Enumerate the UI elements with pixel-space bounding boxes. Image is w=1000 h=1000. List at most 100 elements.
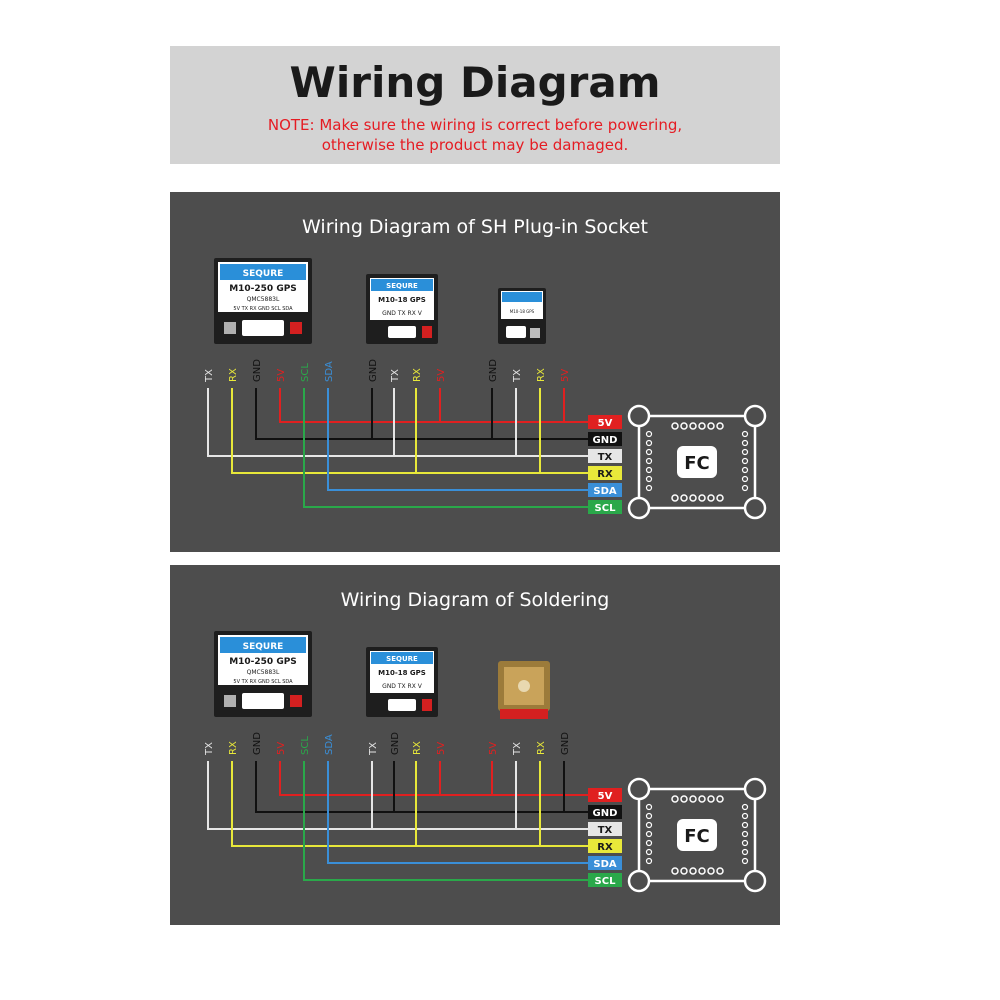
flight-controller: FC <box>627 404 767 520</box>
wire-label: TX <box>512 369 523 383</box>
fc-pin-scl <box>588 873 622 887</box>
wire-label: TX <box>204 369 215 383</box>
fc-chip <box>677 446 717 478</box>
wire-label: TX <box>204 742 215 756</box>
wire-label: SCL <box>300 736 311 755</box>
module-chip: QMC5883L <box>247 296 280 303</box>
wire-label: RX <box>228 741 239 755</box>
wire-label: SCL <box>300 363 311 382</box>
wire-gnd <box>491 388 588 440</box>
fc-pin-label: GND <box>593 808 618 819</box>
wire-label: 5V <box>276 369 287 382</box>
gps-module-m10-18: SEQURE M10-18 GPS GND TX RX V <box>366 274 438 344</box>
warning-note-line1: NOTE: Make sure the wiring is correct be… <box>267 116 683 134</box>
wire-5v <box>439 388 588 423</box>
wire-rx <box>539 388 588 474</box>
fc-pin-label: TX <box>598 452 613 463</box>
module-model: M10-18 GPS <box>378 669 426 677</box>
mount-hole-icon <box>743 496 767 520</box>
fc-pin-gnd <box>588 805 622 819</box>
connector-icon <box>388 699 416 711</box>
connector-icon <box>242 320 284 336</box>
wire-rx <box>539 761 588 847</box>
fc-pin-scl <box>588 500 622 514</box>
module-model: M10-18 GPS <box>510 309 535 314</box>
wire-tx <box>515 761 588 830</box>
gps-module-small: M10-18 GPS <box>498 288 546 344</box>
module-model: M10-18 GPS <box>378 296 426 304</box>
wire-rx <box>231 761 588 847</box>
fc-pin-label: GND <box>593 435 618 446</box>
fc-pin-label: 5V <box>598 791 613 802</box>
fc-pin-tx <box>588 449 622 463</box>
wire-5v <box>563 388 588 423</box>
fc-pin-sda <box>588 483 622 497</box>
wire-label: SDA <box>324 361 335 382</box>
wire-label: 5V <box>436 742 447 755</box>
connector-icon <box>242 693 284 709</box>
mount-hole-icon <box>743 404 767 428</box>
fc-label: FC <box>684 453 710 474</box>
fc-pin-rx <box>588 839 622 853</box>
fc-pin-5v <box>588 415 622 429</box>
fc-chip <box>677 819 717 851</box>
connector-icon <box>506 326 526 338</box>
panel-title: Wiring Diagram of SH Plug-in Socket <box>302 216 648 238</box>
warning-note-line2: otherwise the product may be damaged. <box>321 136 629 154</box>
mount-hole-icon <box>743 777 767 801</box>
fc-pin-tx <box>588 822 622 836</box>
wire-gnd <box>255 761 588 813</box>
fc-pin-label: SCL <box>595 876 617 887</box>
wire-sda <box>327 388 588 491</box>
fc-pin-sda <box>588 856 622 870</box>
wire-label: TX <box>390 369 401 383</box>
fc-pin-label: RX <box>597 469 613 480</box>
wire-label: RX <box>536 741 547 755</box>
wire-label: 5V <box>488 742 499 755</box>
module-model: M10-250 GPS <box>229 657 297 667</box>
gps-module-m10-18: SEQURE M10-18 GPS GND TX RX V <box>366 647 438 717</box>
fc-pin-gnd <box>588 432 622 446</box>
module-model: M10-250 GPS <box>229 284 297 294</box>
wire-label: GND <box>252 732 263 755</box>
fc-pin-label: SDA <box>593 486 617 497</box>
module-brand: SEQURE <box>386 655 418 663</box>
wire-label: GND <box>560 732 571 755</box>
wire-label: GND <box>488 359 499 382</box>
wire-gnd <box>371 388 588 440</box>
wire-label: RX <box>228 368 239 382</box>
mount-hole-icon <box>627 496 651 520</box>
wire-label: RX <box>412 741 423 755</box>
wire-label: GND <box>390 732 401 755</box>
wire-label: GND <box>252 359 263 382</box>
wire-5v <box>439 761 588 796</box>
wire-gnd <box>255 388 588 440</box>
wire-scl <box>303 388 588 508</box>
wire-scl <box>303 761 588 881</box>
module-pins: GND TX RX V <box>382 310 423 317</box>
module-brand: SEQURE <box>386 282 418 290</box>
wire-rx <box>415 761 588 847</box>
fc-pin-label: SDA <box>593 859 617 870</box>
module-brand: SEQURE <box>243 642 284 652</box>
wire-rx <box>231 388 588 474</box>
fc-pin-label: SCL <box>595 503 617 514</box>
wire-label: TX <box>512 742 523 756</box>
wire-label: RX <box>412 368 423 382</box>
wire-5v <box>279 761 588 796</box>
flight-controller: FC <box>627 777 767 893</box>
mount-hole-icon <box>627 404 651 428</box>
gps-module-small <box>498 661 550 719</box>
module-pins: GND TX RX V <box>382 683 423 690</box>
wiring-diagram-svg: Wiring Diagram of SolderingSEQUREM10-250… <box>204 589 767 893</box>
mount-hole-icon <box>743 869 767 893</box>
wire-label: SDA <box>324 734 335 755</box>
wire-5v <box>279 388 588 423</box>
fc-pin-label: 5V <box>598 418 613 429</box>
wire-gnd <box>393 761 588 813</box>
